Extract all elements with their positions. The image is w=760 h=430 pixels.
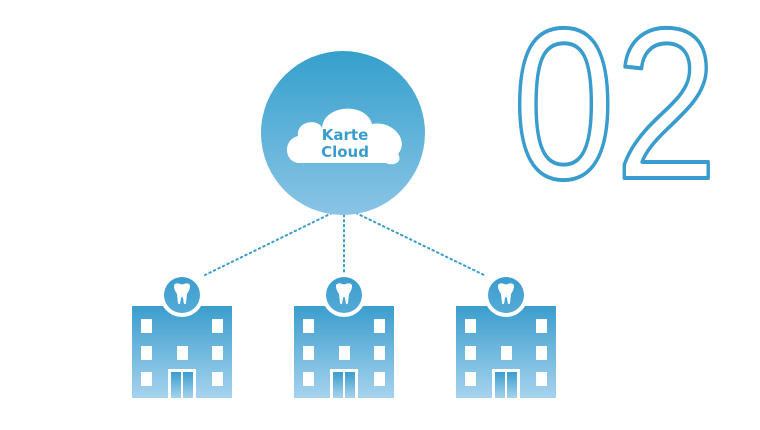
connector-left: [204, 212, 333, 276]
cloud-hub: Karte Cloud: [261, 51, 425, 215]
connector-right: [355, 212, 485, 276]
clinic-3: [456, 273, 556, 398]
cloud-label-line1: Karte: [322, 126, 369, 144]
step-number: 02: [513, 0, 718, 224]
connector-lines: [204, 212, 485, 276]
clinic-1: [132, 273, 232, 398]
cloud-label-line2: Cloud: [321, 143, 369, 161]
clinic-2: [294, 273, 394, 398]
cloud-icon: [286, 108, 402, 165]
